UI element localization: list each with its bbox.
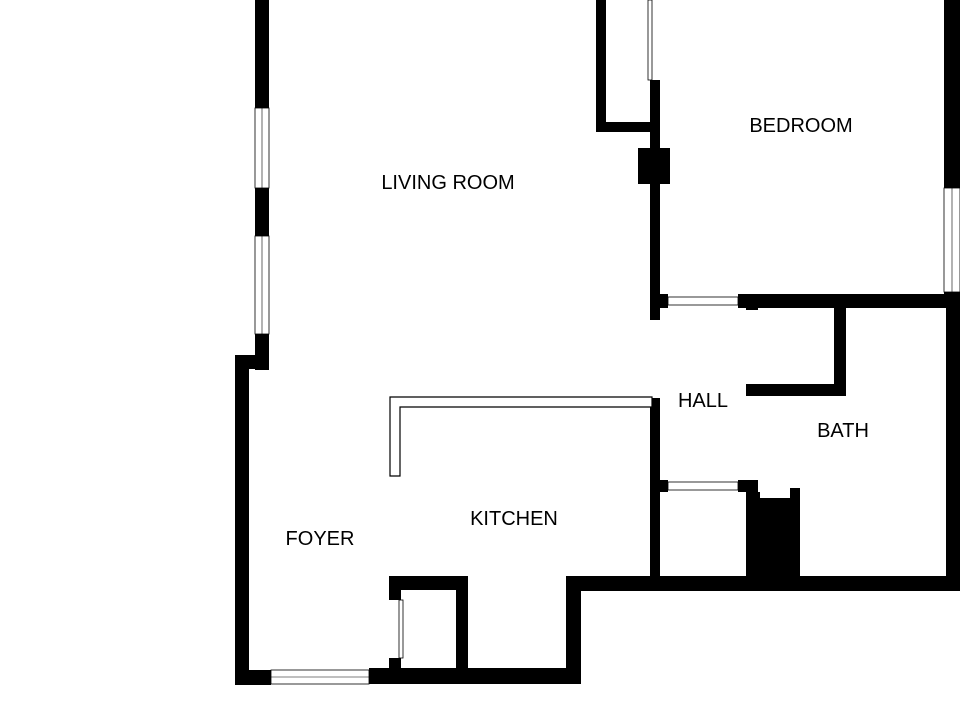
label-hall: HALL — [678, 390, 728, 412]
wall-bedroom-east-upper — [944, 0, 960, 188]
wall-central-upper — [650, 80, 660, 305]
wall-living-west-mid — [255, 186, 269, 238]
wall-foyer-west — [235, 355, 249, 685]
kitchen-counter — [389, 396, 653, 477]
wall-bath-closet-right — [834, 294, 846, 396]
wall-closet-right — [456, 576, 468, 674]
wall-bedroom-south — [746, 294, 960, 308]
wall-central-lower — [650, 305, 660, 320]
wall-hall-bottom-left — [650, 480, 668, 492]
label-foyer: FOYER — [286, 528, 355, 550]
wall-hall-east-upper — [746, 294, 758, 310]
wall-hall-east — [746, 384, 758, 394]
chimney-block — [638, 148, 670, 184]
label-living-room: LIVING ROOM — [381, 172, 514, 194]
walls — [235, 0, 960, 685]
label-bath: BATH — [817, 420, 869, 442]
wall-closet-left-top — [389, 576, 401, 600]
wall-closet-left-bottom — [389, 658, 401, 674]
wall-kitchen-step — [566, 576, 581, 684]
wall-hall-top-left — [660, 294, 668, 308]
wall-bath-closet-bottom — [746, 384, 846, 396]
opening-hall-north — [667, 296, 739, 306]
wall-south-left — [235, 670, 271, 685]
wall-bedroom-closet-left — [596, 0, 606, 132]
openings — [398, 0, 739, 659]
wall-bath-east — [946, 294, 960, 590]
opening-hall-south — [667, 481, 739, 491]
label-kitchen: KITCHEN — [470, 508, 558, 530]
wall-bedroom-closet-bottom — [596, 122, 660, 132]
label-bedroom: BEDROOM — [749, 115, 852, 137]
opening-closet-kitchen — [398, 599, 404, 659]
wall-south-mid — [369, 668, 581, 684]
stair-block — [746, 488, 800, 590]
wall-living-west-upper — [255, 0, 269, 110]
wall-hall-bottom-right — [738, 480, 758, 492]
opening-bedroom-closet — [647, 0, 653, 81]
windows — [254, 107, 960, 685]
wall-closet-top — [389, 576, 468, 590]
